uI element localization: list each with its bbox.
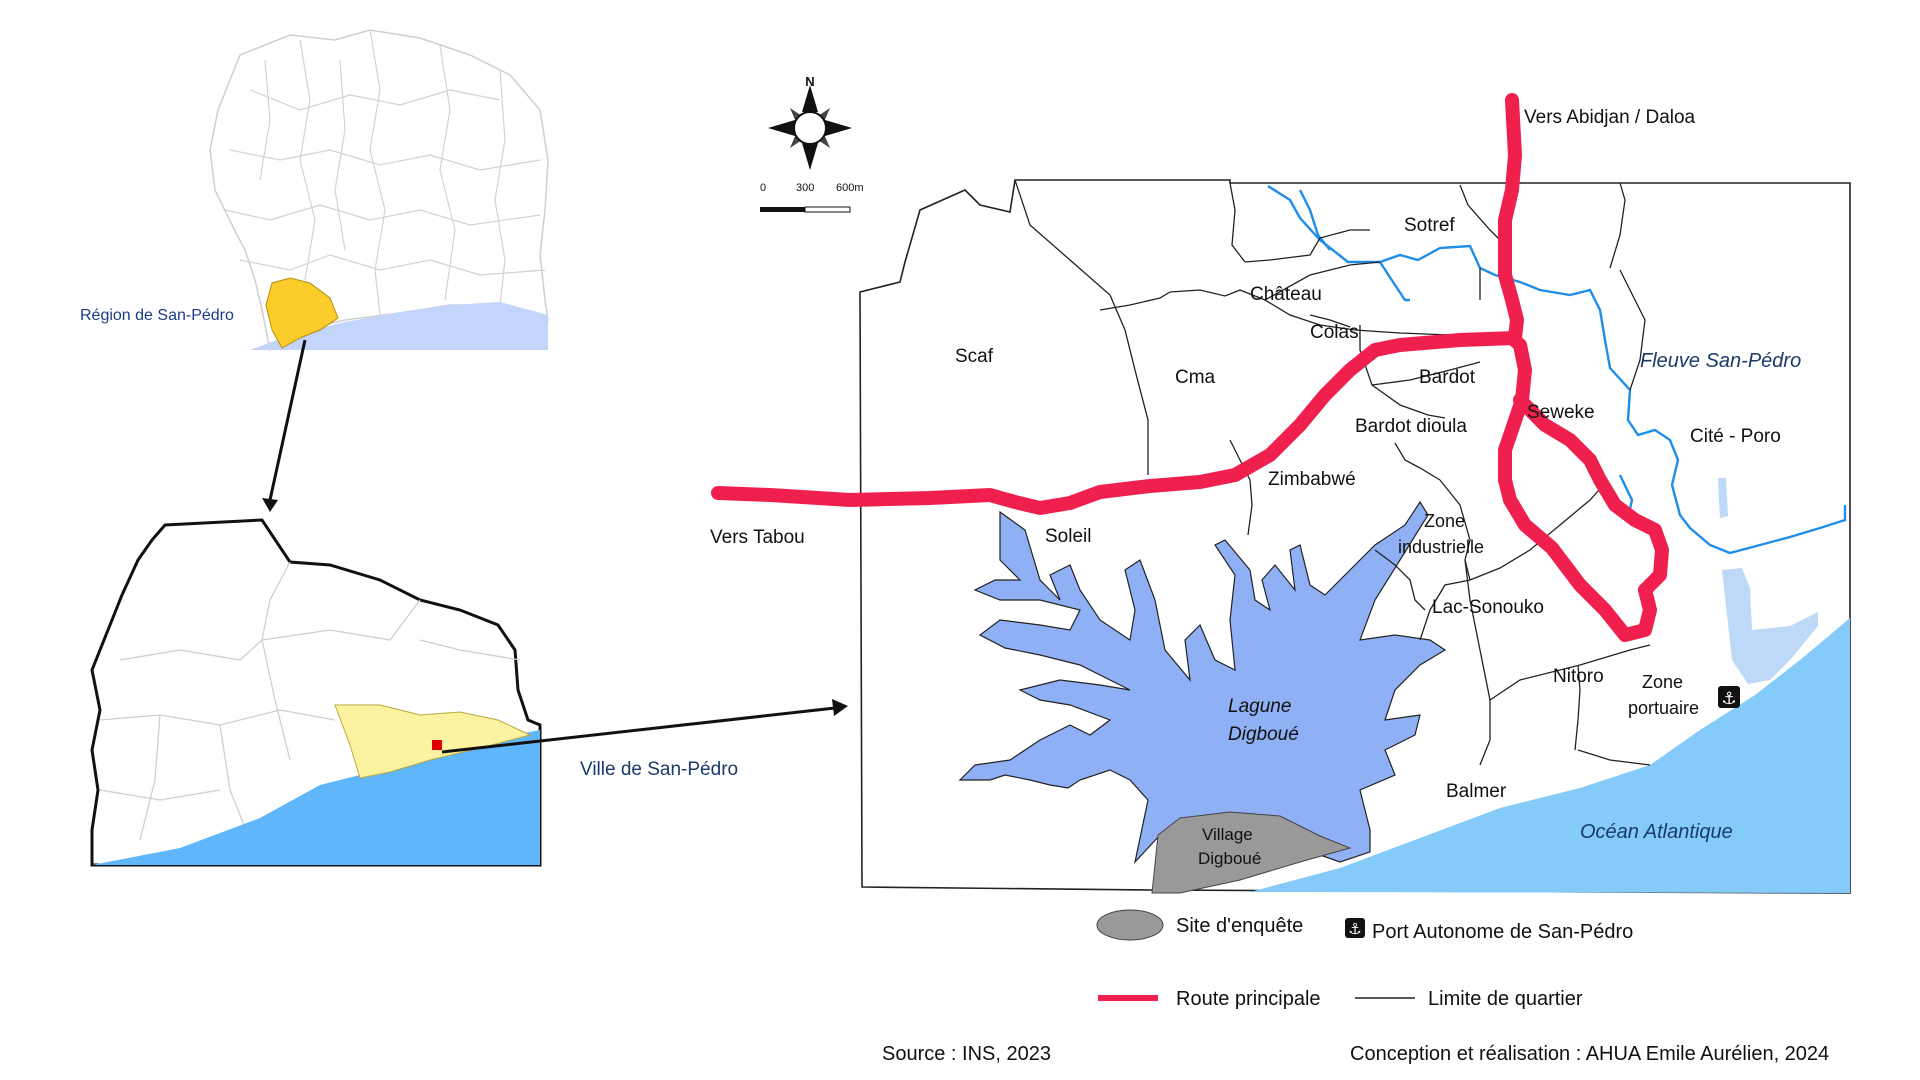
lagoon-label-line2: Digboué (1228, 724, 1299, 745)
compass-north-label: N (805, 74, 814, 89)
quarter-village-line2: Digboué (1198, 849, 1261, 868)
legend-limit-label: Limite de quartier (1428, 988, 1583, 1010)
quarter-boundaries (1014, 179, 1651, 766)
scale-label-0: 0 (760, 182, 766, 194)
quarter-lac-sonouko: Lac-Sonouko (1432, 597, 1544, 618)
quarter-zimbabwe: Zimbabwé (1268, 469, 1356, 490)
quarter-zone-industrielle-line2: industrielle (1398, 537, 1484, 557)
arrow-down (262, 339, 307, 512)
svg-text:⚓: ⚓ (1348, 921, 1361, 938)
quarter-village-line1: Village (1202, 825, 1253, 844)
legend-anchor-icon: ⚓ (1345, 918, 1365, 938)
quarter-cma: Cma (1175, 367, 1216, 388)
arrow-right (441, 699, 848, 754)
quarter-zone-industrielle-line1: Zone (1424, 511, 1465, 531)
quarter-nitoro: Nitoro (1553, 666, 1604, 687)
region-label: Région de San-Pédro (80, 307, 234, 324)
lagoon (958, 500, 1447, 864)
main-route (711, 93, 1669, 642)
source-credit: Source : INS, 2023 (882, 1043, 1051, 1065)
city-label: Ville de San-Pédro (580, 759, 738, 780)
svg-text:⚓: ⚓ (1721, 689, 1736, 708)
quarter-chateau: Château (1250, 284, 1322, 305)
legend-site-swatch (1096, 909, 1164, 941)
scale-bar: 0 300 600m (760, 182, 864, 213)
legend-site-label: Site d'enquête (1176, 915, 1303, 937)
san-pedro-region (265, 277, 339, 349)
quarter-seweke: Seweke (1527, 402, 1595, 423)
route-label-north: Vers Abidjan / Daloa (1524, 107, 1696, 128)
quarter-scaf: Scaf (955, 346, 994, 367)
quarter-bardot: Bardot (1419, 367, 1476, 388)
internal-borders (224, 29, 546, 316)
quarter-balmer: Balmer (1446, 781, 1507, 802)
ocean-label: Océan Atlantique (1580, 821, 1733, 843)
ocean-region-inset (92, 730, 540, 865)
ocean-strip-inset (250, 302, 548, 350)
anchor-icon: ⚓ (1718, 686, 1740, 708)
quarter-soleil: Soleil (1045, 526, 1091, 547)
quarter-cite-poro: Cité - Poro (1690, 426, 1781, 447)
country-inset-map: Région de San-Pédro (80, 29, 549, 352)
quarter-sotref: Sotref (1404, 215, 1455, 236)
river-label: Fleuve San-Pédro (1640, 350, 1801, 372)
lagoon-label-line1: Lagune (1228, 696, 1291, 717)
legend: Site d'enquête ⚓ Port Autonome de San-Pé… (1096, 909, 1633, 1010)
region-internal-borders (99, 561, 521, 841)
city-marker (432, 740, 442, 750)
compass-rose: N (768, 74, 852, 170)
river-islet (1718, 478, 1728, 518)
quarter-colas: Colas (1310, 322, 1359, 343)
quarter-zone-portuaire-line2: portuaire (1628, 698, 1699, 718)
village-digboue-site (1151, 811, 1352, 894)
quarter-bardot-dioula: Bardot dioula (1355, 416, 1467, 437)
legend-port-label: Port Autonome de San-Pédro (1372, 921, 1633, 943)
route-label-west: Vers Tabou (710, 527, 805, 548)
region-inset-map: Ville de San-Pédro (90, 518, 738, 867)
legend-route-label: Route principale (1176, 988, 1321, 1010)
scale-label-300: 300 (796, 182, 814, 194)
main-city-map: Vers Abidjan / Daloa Vers Tabou Fleuve S… (710, 93, 1851, 894)
ocean (1250, 618, 1850, 893)
author-credit: Conception et réalisation : AHUA Emile A… (1350, 1043, 1829, 1065)
quarter-zone-portuaire-line1: Zone (1642, 672, 1683, 692)
scale-label-600: 600m (836, 182, 864, 194)
port-basin (1722, 568, 1818, 684)
